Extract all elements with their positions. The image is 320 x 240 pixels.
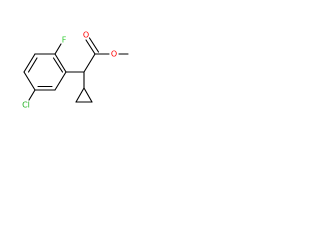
bond-ring-to-chlorine [28, 89, 36, 101]
bond-carbonyl-double-2 [88, 37, 100, 53]
chlorine-label: Cl [22, 101, 30, 110]
benzene-ring [23, 53, 67, 91]
cyclopropyl-bond-1 [75, 87, 85, 103]
ring-bond-c1-c2 [54, 53, 67, 73]
cyclopropyl-bond-2 [83, 87, 93, 103]
ring-bond-c6-c1 [54, 71, 67, 91]
bond-alpha-to-carbonyl-carbon [83, 53, 96, 73]
carbonyl-oxygen-label: O [83, 31, 89, 40]
ester-oxygen-label: O [111, 50, 117, 59]
molecule-structure: F Cl O O [22, 31, 129, 110]
fluorine-label: F [62, 36, 67, 45]
ring-bond-c4-c5 [23, 71, 36, 91]
ring-double-bond-inner-2 [27, 57, 38, 73]
bond-ring-to-fluorine [54, 43, 62, 55]
ring-double-bond-inner-1 [52, 57, 64, 73]
ring-bond-c3-c4 [23, 53, 36, 73]
bond-carbonyl-double-1 [85, 39, 96, 55]
